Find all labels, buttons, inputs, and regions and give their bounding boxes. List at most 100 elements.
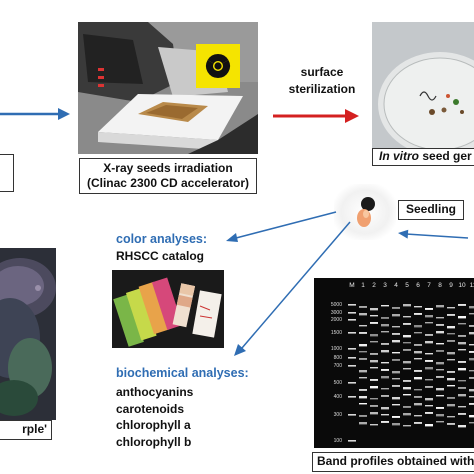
- gel-ladder-label: 2000: [331, 317, 342, 323]
- gel-sample-band: [414, 306, 422, 308]
- gel-sample-band: [370, 386, 378, 389]
- biochemical-title: biochemical analyses:: [116, 366, 249, 380]
- gel-sample-band: [447, 307, 455, 309]
- gel-sample-band: [425, 398, 433, 401]
- sterilization-label-line2: sterilization: [288, 82, 356, 96]
- gel-sample-band: [425, 341, 433, 344]
- gel-lane-label: 5: [405, 282, 409, 289]
- gel-lane-label: 9: [449, 282, 453, 289]
- gel-sample-band: [425, 412, 433, 414]
- gel-ladder-label: 1000: [331, 346, 342, 352]
- gel-sample-band: [469, 415, 474, 418]
- xray-accelerator-photo: [78, 22, 258, 154]
- gel-marker-band: [348, 304, 356, 306]
- gel-sample-band: [447, 326, 455, 329]
- gel-marker-band: [348, 332, 356, 334]
- gel-marker-band: [348, 348, 356, 350]
- gel-sample-band: [436, 324, 444, 326]
- gel-sample-band: [359, 396, 367, 399]
- gel-sample-band: [359, 306, 367, 308]
- gel-sample-band: [425, 353, 433, 355]
- color-analyses-title: color analyses:: [116, 232, 208, 246]
- biochemical-arrow: [232, 220, 352, 358]
- gel-sample-band: [425, 315, 433, 318]
- gel-sample-band: [447, 352, 455, 355]
- gel-sample-band: [403, 394, 411, 396]
- gel-lane-label: 4: [394, 282, 398, 289]
- gel-sample-band: [381, 388, 389, 390]
- gel-sample-band: [359, 415, 367, 417]
- gel-sample-band: [458, 425, 466, 428]
- gel-marker-band: [348, 414, 356, 416]
- gel-sample-band: [425, 386, 433, 388]
- gel-ladder-label: 500: [334, 380, 343, 386]
- seedling-photo: [334, 184, 396, 240]
- gel-sample-band: [370, 334, 378, 337]
- gel-sample-band: [458, 361, 466, 363]
- gel-marker-band: [348, 365, 356, 367]
- gel-sample-band: [425, 379, 433, 381]
- sterilization-arrow: [273, 108, 359, 124]
- gel-sample-band: [436, 421, 444, 423]
- gel-sample-band: [414, 403, 422, 406]
- left-edge-arrow: [0, 107, 70, 121]
- gel-sample-band: [392, 352, 400, 354]
- gel-sample-band: [469, 422, 474, 424]
- gel-sample-band: [370, 360, 378, 363]
- biochemical-item: chlorophyll a: [116, 418, 191, 432]
- gel-sample-band: [403, 387, 411, 390]
- sterilization-label: surface sterilization: [282, 64, 362, 98]
- gel-sample-band: [458, 368, 466, 371]
- gel-sample-band: [359, 351, 367, 353]
- biochemical-item: chlorophyll b: [116, 434, 192, 449]
- gel-sample-band: [458, 323, 466, 325]
- gel-ladder-label: 5000: [331, 302, 342, 308]
- gel-sample-band: [359, 332, 367, 334]
- gel-sample-band: [425, 334, 433, 336]
- gel-sample-band: [447, 416, 455, 418]
- gel-sample-band: [392, 416, 400, 418]
- biochemical-list: anthocyanins carotenoids chlorophyll a c…: [116, 384, 193, 450]
- gel-sample-band: [392, 307, 400, 309]
- irradiation-caption: X-ray seeds irradiation (Clinac 2300 CD …: [79, 158, 257, 194]
- gel-sample-band: [458, 316, 466, 319]
- gel-marker-band: [348, 312, 356, 314]
- gel-sample-band: [414, 325, 422, 328]
- sterilization-label-line1: surface: [300, 65, 344, 79]
- gel-sample-band: [381, 407, 389, 410]
- gel-sample-band: [469, 396, 474, 398]
- gel-sample-band: [414, 358, 422, 360]
- gel-sample-band: [392, 326, 400, 328]
- seedling-right-arrow: [398, 228, 474, 244]
- gel-sample-band: [447, 314, 455, 316]
- gel-sample-band: [458, 304, 466, 306]
- purple-plant-photo: [0, 248, 56, 420]
- gel-sample-band: [392, 359, 400, 361]
- radiation-hazard-icon: [196, 44, 240, 88]
- gel-sample-band: [414, 332, 422, 334]
- gel-ladder-label: 300: [334, 412, 343, 418]
- gel-ladder-label: 1500: [331, 330, 342, 336]
- gel-sample-band: [370, 398, 378, 400]
- gel-sample-band: [469, 306, 474, 309]
- gel-sample-band: [392, 397, 400, 400]
- germination-caption: In vitro seed ger: [372, 148, 474, 166]
- color-analyses-item: RHSCC catalog: [116, 249, 205, 263]
- gel-sample-band: [414, 422, 422, 424]
- gel-sample-band: [381, 331, 389, 333]
- gel-sample-band: [447, 340, 455, 342]
- gel-lane-label: 2: [372, 282, 376, 289]
- gel-sample-band: [381, 317, 389, 319]
- gel-sample-band: [414, 396, 422, 398]
- gel-sample-band: [403, 361, 411, 364]
- gel-sample-band: [447, 385, 455, 387]
- gel-sample-band: [403, 368, 411, 370]
- gel-sample-band: [447, 333, 455, 335]
- gel-sample-band: [370, 315, 378, 317]
- gel-sample-band: [403, 349, 411, 351]
- gel-ladder-label: 100: [334, 438, 343, 444]
- gel-lane-label: 7: [427, 282, 431, 289]
- gel-sample-band: [458, 380, 466, 382]
- gel-sample-band: [414, 313, 422, 315]
- gel-sample-band: [436, 317, 444, 319]
